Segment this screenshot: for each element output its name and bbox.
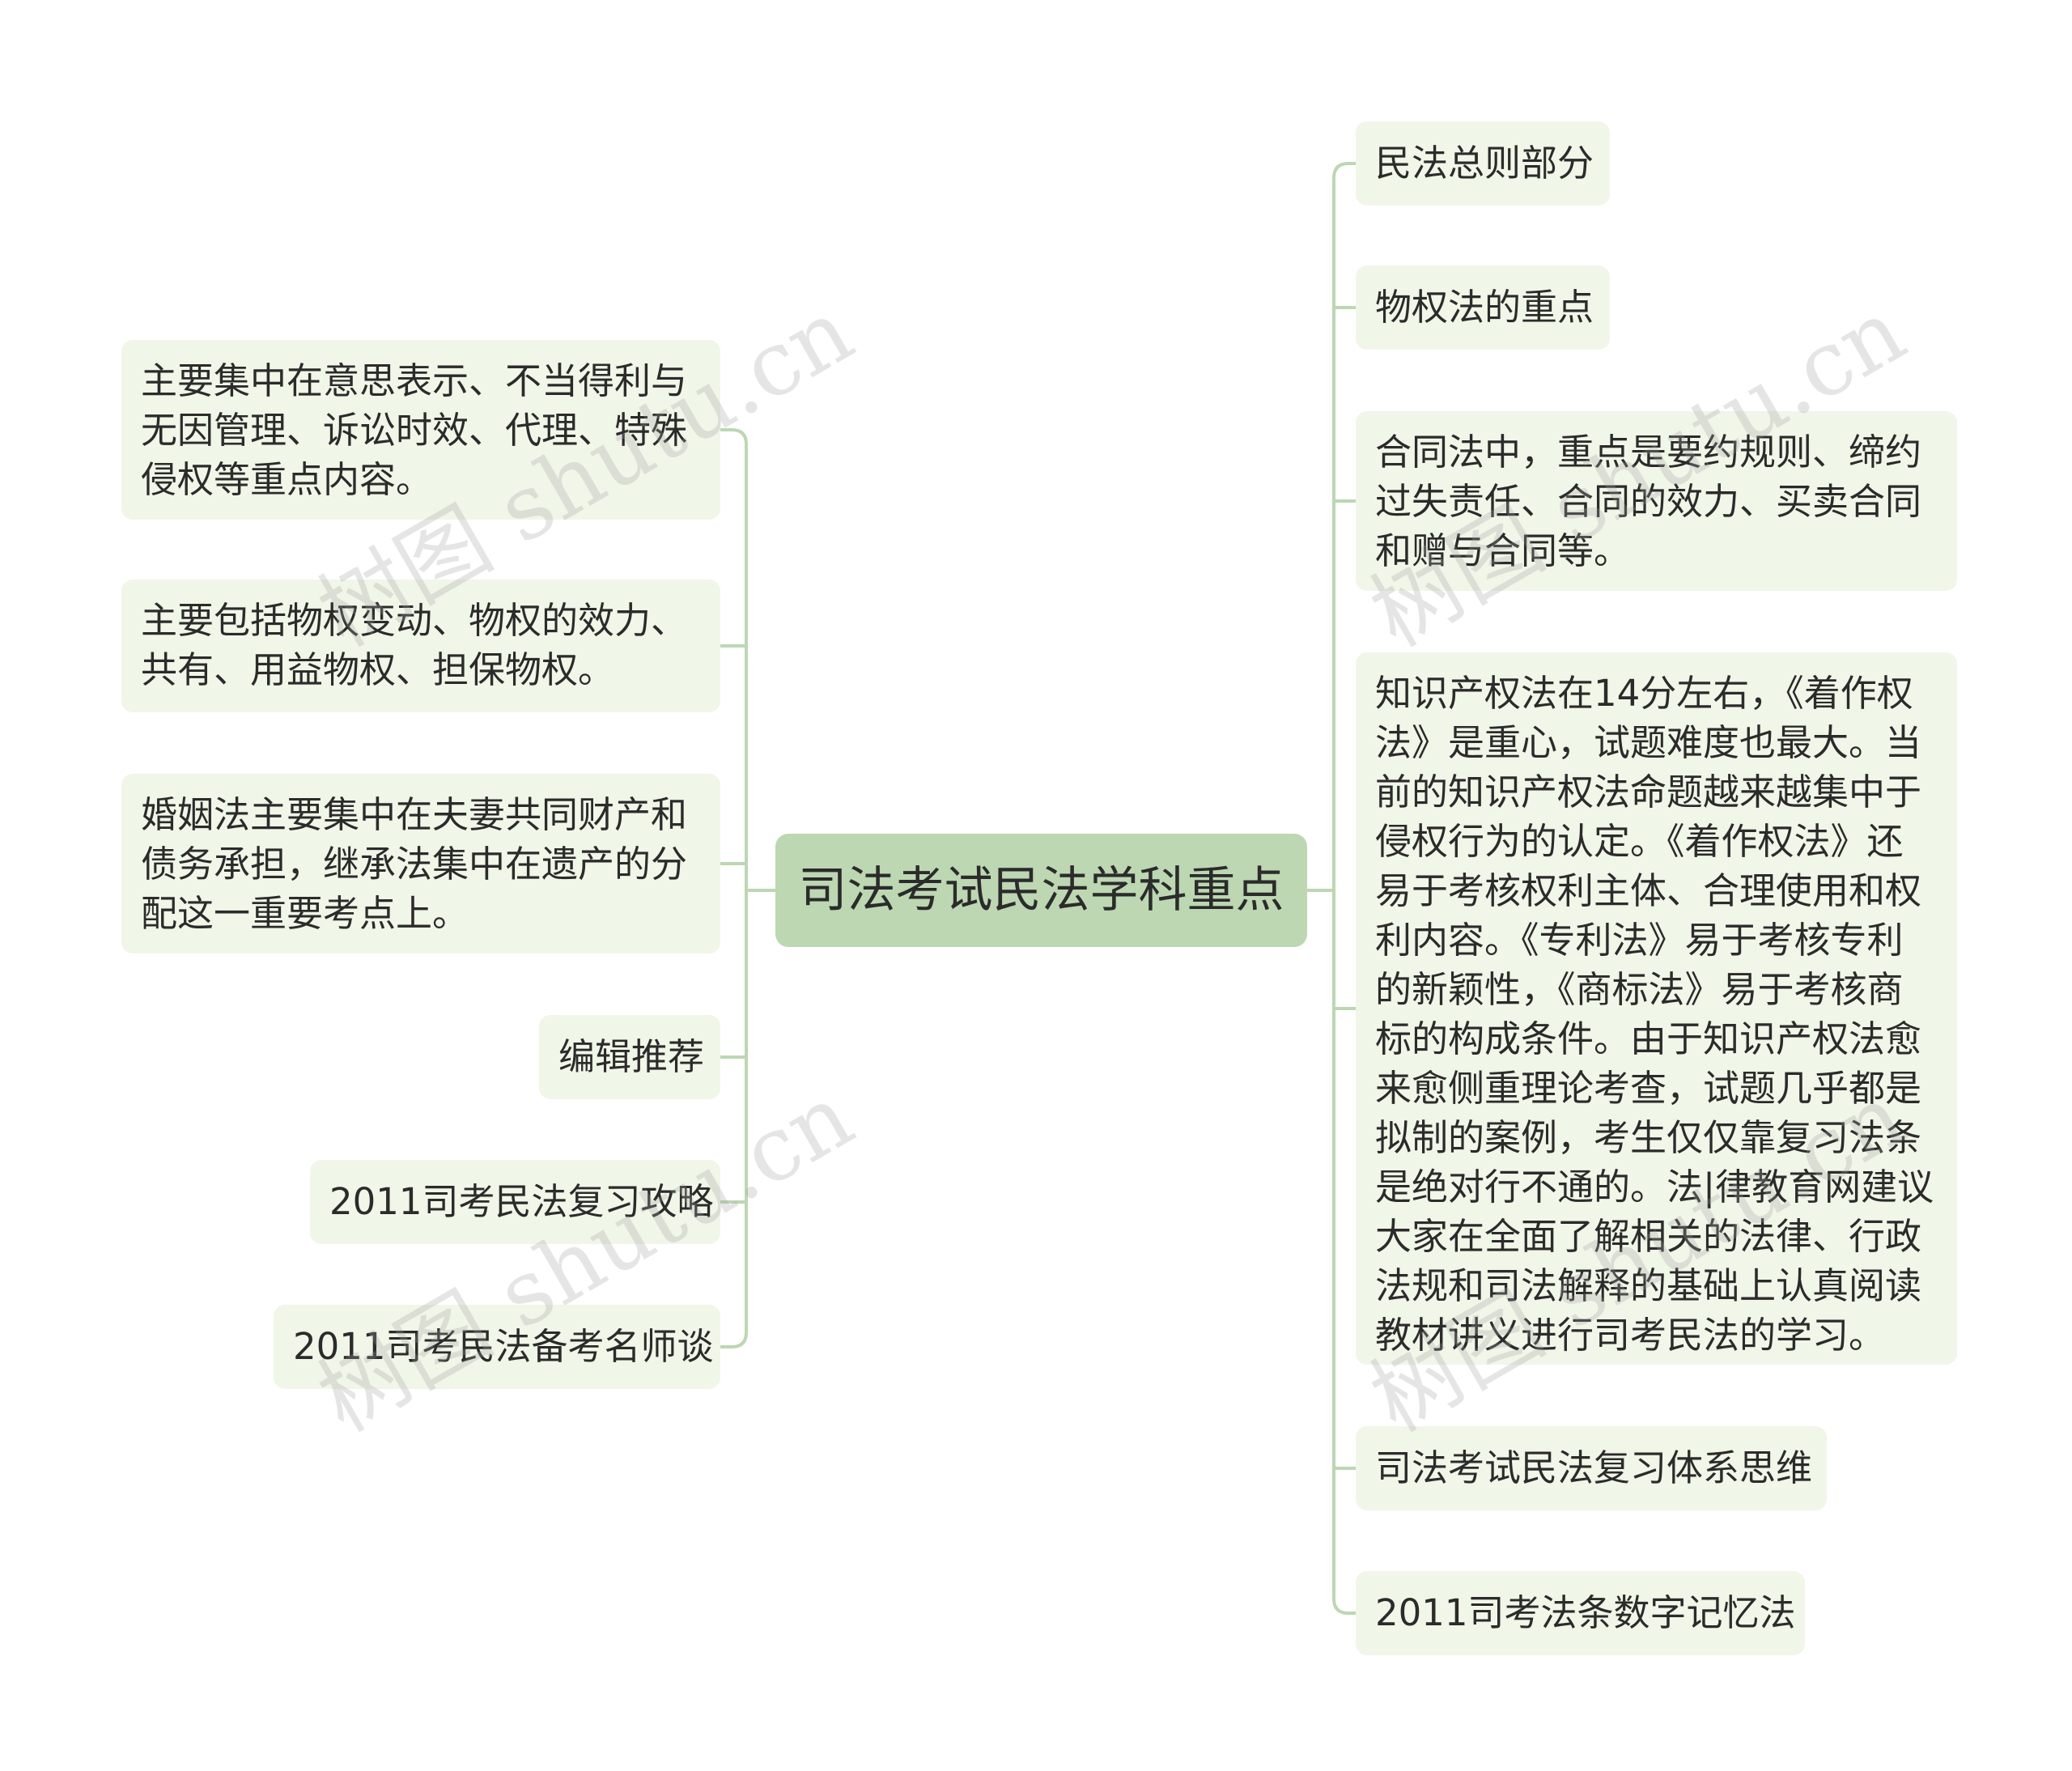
topic-text-line: 主要集中在意思表示、不当得利与 (141, 359, 688, 402)
left-topic-6[interactable]: 2011司考民法备考名师谈 (274, 1305, 720, 1389)
left-topic-2[interactable]: 主要包括物权变动、物权的效力、共有、用益物权、担保物权。 (121, 580, 720, 712)
left-topic-5[interactable]: 2011司考民法复习攻略 (310, 1160, 720, 1244)
topic-text-line: 无因管理、诉讼时效、代理、特殊 (141, 409, 688, 452)
topic-text-line: 过失责任、合同的效力、买卖合同 (1375, 480, 1922, 523)
topic-text-line: 教材讲义进行司考民法的学习。 (1375, 1314, 1886, 1357)
connector-line (720, 1331, 748, 1348)
left-topic-3[interactable]: 婚姻法主要集中在夫妻共同财产和债务承担，继承法集中在遗产的分配这一重要考点上。 (121, 774, 720, 953)
topic-text-line: 大家在全面了解相关的法律、行政 (1375, 1215, 1922, 1258)
right-topic-5[interactable]: 司法考试民法复习体系思维 (1356, 1426, 1827, 1510)
right-topic-4[interactable]: 知识产权法在14分左右，《着作权法》是重心，试题难度也最大。当前的知识产权法命题… (1356, 652, 1957, 1365)
topic-text-line: 婚姻法主要集中在夫妻共同财产和 (141, 793, 688, 836)
topic-text-line: 的新颖性，《商标法》易于考核商 (1375, 968, 1904, 1011)
topic-text-line: 法》是重心，试题难度也最大。当 (1375, 721, 1922, 764)
topic-text-line: 债务承担，继承法集中在遗产的分 (141, 843, 688, 886)
right-topic-6[interactable]: 2011司考法条数字记忆法 (1356, 1571, 1805, 1655)
connector-line (1332, 1598, 1356, 1615)
topic-text-line: 编辑推荐 (558, 1035, 705, 1078)
right-topic-1[interactable]: 民法总则部分 (1356, 121, 1610, 206)
topic-text-line: 合同法中，重点是要约规则、缔约 (1375, 431, 1922, 474)
topic-text-line: 来愈侧重理论考查，试题几乎都是 (1375, 1067, 1922, 1110)
right-topic-2[interactable]: 物权法的重点 (1356, 265, 1610, 350)
central-topic[interactable]: 司法考试民法学科重点 (775, 834, 1307, 947)
right-topic-3[interactable]: 合同法中，重点是要约规则、缔约过失责任、合同的效力、买卖合同和赠与合同等。 (1356, 411, 1957, 591)
topic-text-line: 司法考试民法复习体系思维 (1375, 1446, 1813, 1489)
topic-text-line: 配这一重要考点上。 (141, 892, 469, 935)
topic-text-line: 标的构成条件。由于知识产权法愈 (1375, 1017, 1922, 1060)
left-topic-4[interactable]: 编辑推荐 (539, 1015, 720, 1099)
topic-text-line: 民法总则部分 (1375, 142, 1594, 185)
topic-text-line: 2011司考民法复习攻略 (329, 1180, 714, 1223)
topic-text-line: 是绝对行不通的。法|律教育网建议 (1375, 1166, 1934, 1208)
topic-text-line: 易于考核权利主体、合理使用和权 (1375, 869, 1922, 912)
topic-text-line: 侵权行为的认定。《着作权法》还 (1375, 820, 1904, 863)
topic-text-line: 前的知识产权法命题越来越集中于 (1375, 771, 1922, 813)
topic-text-line: 共有、用益物权、担保物权。 (141, 648, 615, 691)
topic-text-line: 2011司考民法备考名师谈 (293, 1325, 714, 1368)
topic-text-line: 侵权等重点内容。 (141, 458, 433, 501)
topic-text-line: 2011司考法条数字记忆法 (1375, 1591, 1796, 1634)
topic-text-line: 利内容。《专利法》易于考核专利 (1375, 919, 1904, 962)
topic-text-line: 拟制的案例，考生仅仅靠复习法条 (1375, 1116, 1922, 1159)
topic-text-line: 法规和司法解释的基础上认真阅读 (1375, 1264, 1922, 1307)
topic-text-line: 主要包括物权变动、物权的效力、 (141, 599, 688, 642)
connector-line (720, 428, 748, 445)
connector-line (1332, 162, 1356, 179)
left-topic-1[interactable]: 主要集中在意思表示、不当得利与无因管理、诉讼时效、代理、特殊侵权等重点内容。 (121, 340, 720, 520)
topic-text-line: 知识产权法在14分左右，《着作权 (1375, 672, 1913, 715)
topic-text-line: 和赠与合同等。 (1375, 529, 1631, 572)
topic-text-line: 物权法的重点 (1375, 286, 1594, 329)
